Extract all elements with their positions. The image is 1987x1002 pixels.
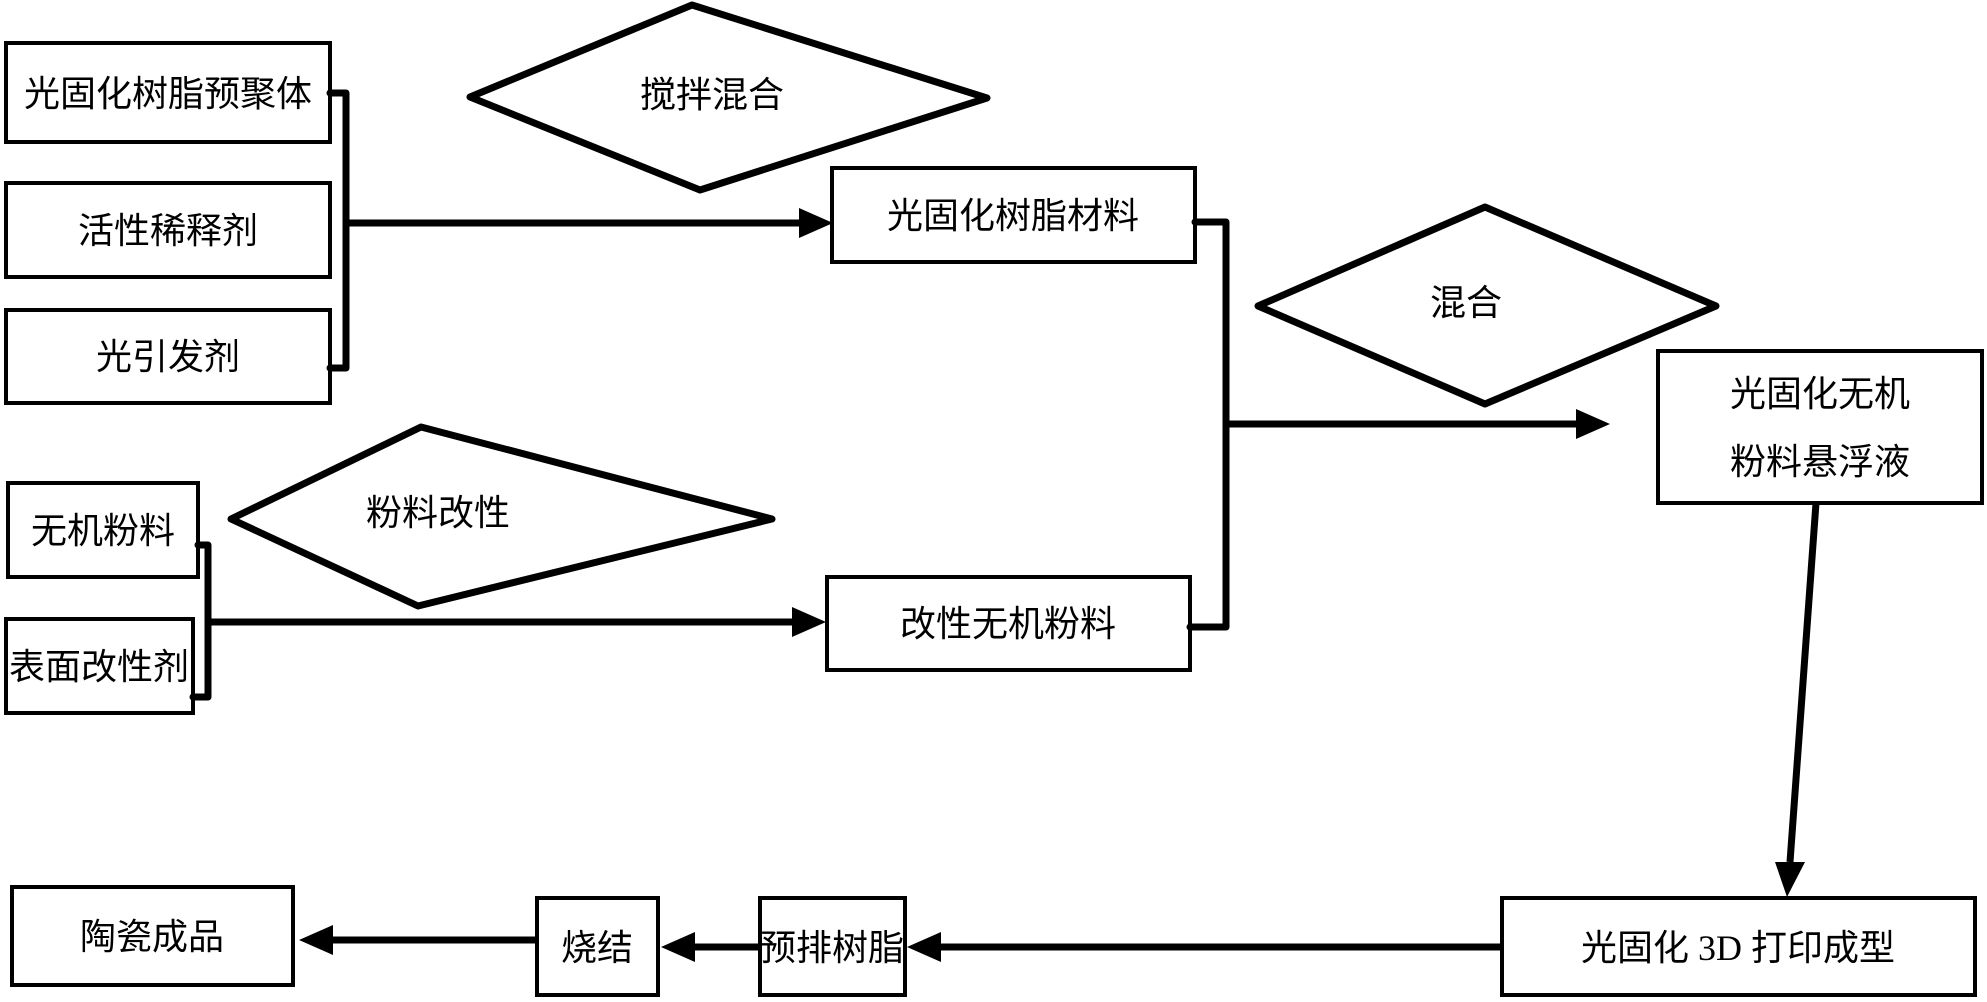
powder-modification-diamond: 粉料改性 (227, 423, 776, 610)
bracket-mixing-inputs (1186, 218, 1230, 631)
bracket-resin-ingredients (326, 89, 350, 372)
arrow-to-suspension-head (1576, 409, 1610, 439)
arrow-to-suspension (1226, 409, 1610, 439)
stir-mixing-diamond: 搅拌混合 (466, 1, 991, 194)
node-resin-removal-box (758, 896, 907, 997)
arrow-to-sintering (661, 932, 760, 962)
node-sintering-label: 烧结 (561, 928, 633, 968)
arrow-to-resin-material-head (799, 208, 833, 238)
arrow-to-resin-material (346, 208, 833, 238)
node-surface-modifier-label: 表面改性剂 (9, 647, 189, 687)
resin-removal-node: 预排树脂 (758, 896, 907, 997)
node-suspension-box (1656, 349, 1984, 505)
arrow-to-resin-removal (907, 932, 1502, 962)
node-suspension-label-line2: 粉料悬浮液 (1730, 442, 1910, 482)
node-surface-modifier-box (4, 617, 195, 715)
node-powder-modification-shape (227, 423, 776, 610)
node-reactive-diluent-label: 活性稀释剂 (78, 211, 258, 251)
node-inorganic-powder-label: 无机粉料 (31, 511, 175, 551)
resin-ingredients-group: 光固化树脂预聚体 活性稀释剂 光引发剂 (4, 41, 350, 405)
node-inorganic-powder-box (6, 481, 200, 579)
suspension-node: 光固化无机 粉料悬浮液 (1656, 349, 1984, 505)
node-ceramic-product-label: 陶瓷成品 (80, 917, 224, 957)
node-sintering-box (535, 896, 660, 997)
node-photoinitiator-box (4, 308, 332, 405)
node-suspension-label-line1: 光固化无机 (1730, 374, 1910, 414)
modified-powder-node: 改性无机粉料 (825, 575, 1192, 672)
node-printing-box (1500, 896, 1977, 997)
node-mixing-shape (1254, 203, 1720, 408)
arrow-to-resin-removal-head (907, 932, 941, 962)
node-powder-modification-label: 粉料改性 (366, 493, 510, 533)
node-resin-material-label: 光固化树脂材料 (887, 196, 1139, 236)
ceramic-product-node: 陶瓷成品 (10, 885, 295, 987)
node-mixing-label: 混合 (1430, 283, 1502, 323)
arrow-to-sintering-head (661, 932, 695, 962)
node-resin-material-box (830, 166, 1197, 264)
sintering-node: 烧结 (535, 896, 660, 997)
arrow-to-printing-line (1786, 502, 1820, 863)
arrow-to-printing (1775, 502, 1820, 897)
node-modified-powder-label: 改性无机粉料 (900, 604, 1116, 644)
powder-ingredients-group: 无机粉料 表面改性剂 (4, 481, 212, 715)
node-resin-removal-label: 预排树脂 (760, 928, 904, 968)
node-prepolymer-label: 光固化树脂预聚体 (24, 74, 312, 114)
printing-node: 光固化 3D 打印成型 (1500, 896, 1977, 997)
node-printing-label: 光固化 3D 打印成型 (1581, 928, 1895, 968)
arrow-to-modified-powder-head (792, 607, 826, 637)
node-ceramic-product-box (10, 885, 295, 987)
node-photoinitiator-label: 光引发剂 (96, 337, 240, 377)
arrow-to-modified-powder (208, 607, 826, 637)
node-stir-mixing-label: 搅拌混合 (640, 75, 784, 115)
mixing-diamond: 混合 (1254, 203, 1720, 408)
node-stir-mixing-shape (466, 1, 991, 194)
arrow-to-printing-head (1775, 862, 1805, 897)
node-prepolymer-box (4, 41, 332, 144)
resin-material-node: 光固化树脂材料 (830, 166, 1197, 264)
arrow-to-ceramic (299, 925, 537, 955)
arrow-to-ceramic-head (299, 925, 333, 955)
node-reactive-diluent-box (4, 181, 332, 279)
